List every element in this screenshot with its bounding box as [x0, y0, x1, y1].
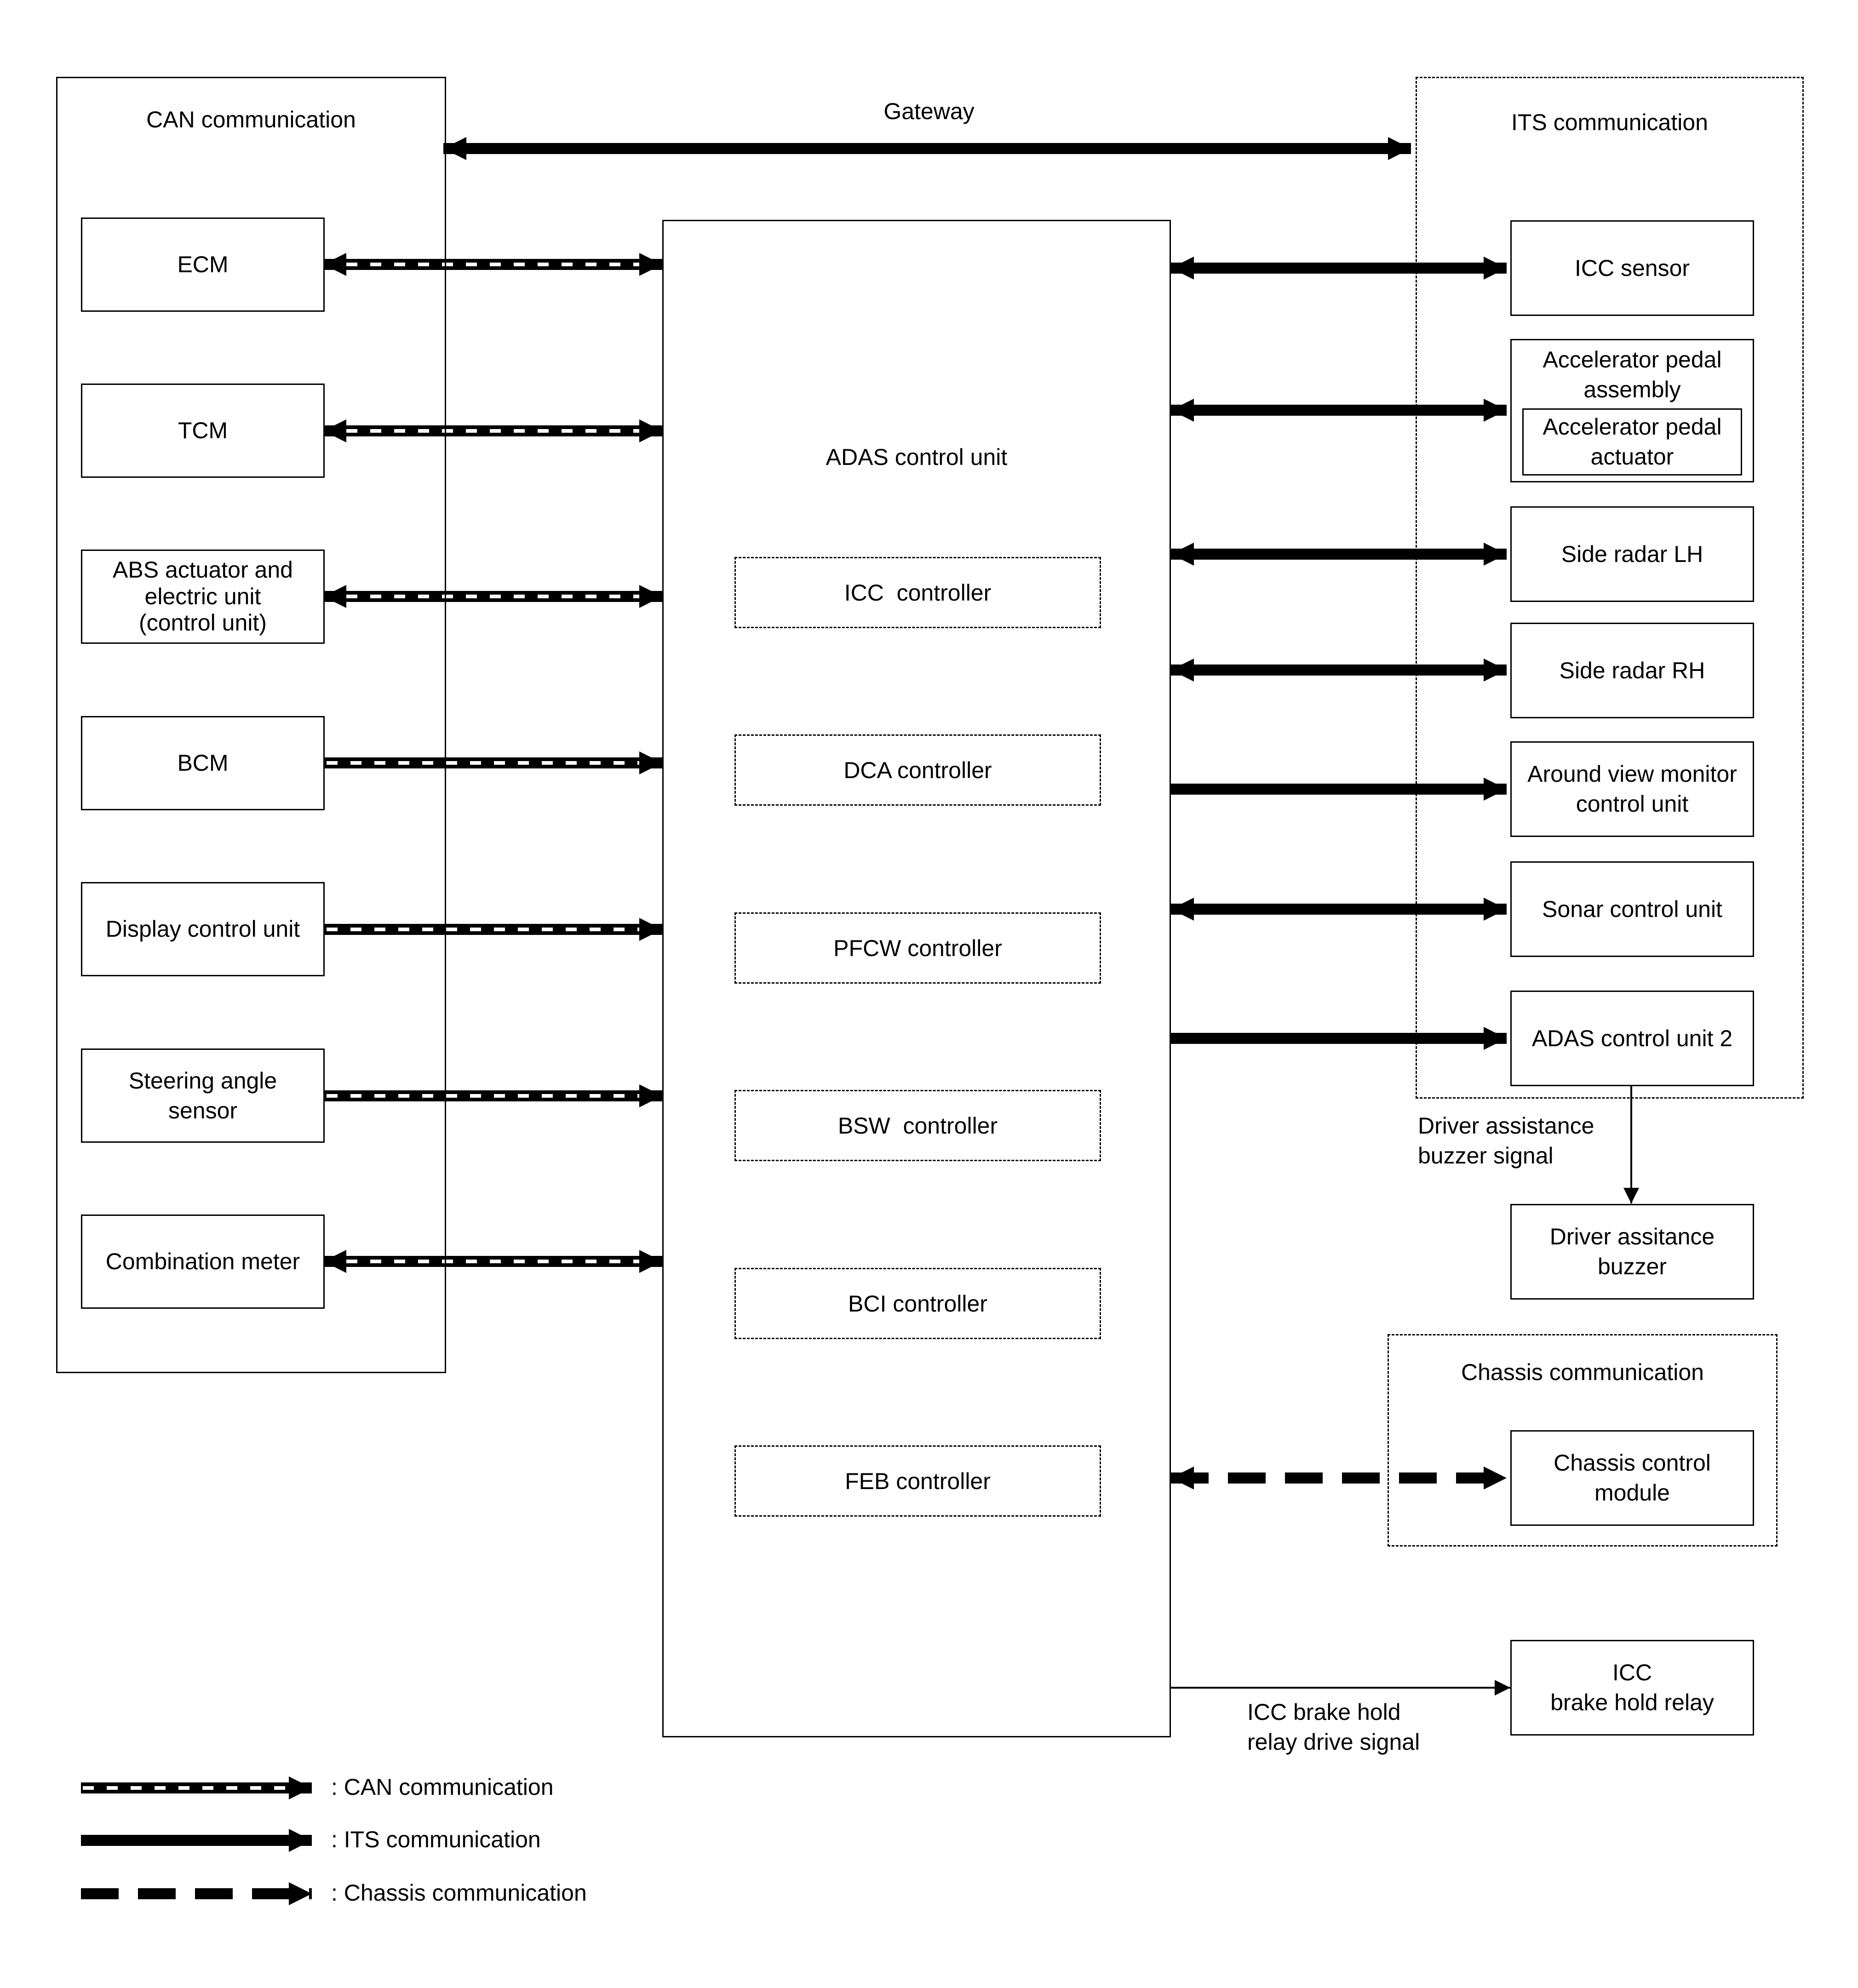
bsw-controller-box: BSW controller: [734, 1090, 1101, 1161]
chassis-group-title: Chassis communication: [1461, 1359, 1704, 1385]
brake-relay-signal-label: ICC brake hold relay drive signal: [1247, 1697, 1420, 1757]
buzzer-signal-label-line1: Driver assistance: [1418, 1113, 1594, 1139]
icc-controller-label: ICC controller: [844, 579, 992, 606]
accelerator-pedal-assembly-box: Accelerator pedal assembly Accelerator p…: [1510, 339, 1754, 482]
bci-controller-box: BCI controller: [734, 1268, 1101, 1339]
around-view-monitor-label-line1: Around view monitor: [1527, 761, 1737, 787]
steering-angle-sensor-box: Steering angle sensor: [81, 1048, 325, 1143]
legend-chassis-label: : Chassis communication: [331, 1880, 587, 1906]
steering-label-line1: Steering angle: [128, 1067, 277, 1094]
abs-label-line3: (control unit): [139, 610, 267, 636]
its-group-title: ITS communication: [1511, 109, 1708, 135]
legend-its-label: : ITS communication: [331, 1827, 541, 1852]
icc-brake-hold-relay-box: ICC brake hold relay: [1510, 1640, 1754, 1736]
combination-meter-label: Combination meter: [105, 1249, 300, 1274]
display-control-unit-label: Display control unit: [105, 916, 300, 942]
pfcw-controller-label: PFCW controller: [833, 935, 1002, 961]
gateway-label: Gateway: [883, 98, 975, 124]
icc-sensor-box: ICC sensor: [1510, 220, 1754, 316]
feb-controller-box: FEB controller: [734, 1445, 1101, 1517]
legend-can-label: : CAN communication: [331, 1774, 554, 1800]
driver-assistance-buzzer-box: Driver assitance buzzer: [1510, 1204, 1754, 1300]
abs-label-line2: electric unit: [144, 583, 261, 609]
sonar-control-unit-box: Sonar control unit: [1510, 861, 1754, 957]
ecm-label: ECM: [177, 252, 229, 277]
bsw-controller-label: BSW controller: [837, 1112, 998, 1139]
steering-label-line2: sensor: [168, 1097, 238, 1123]
chassis-group-frame: [1388, 1334, 1778, 1547]
dca-controller-box: DCA controller: [734, 734, 1101, 806]
tcm-label: TCM: [178, 418, 228, 443]
adas-control-unit-2-box: ADAS control unit 2: [1510, 991, 1754, 1086]
tcm-box: TCM: [81, 384, 325, 478]
buzzer-box-label-line2: buzzer: [1597, 1254, 1667, 1279]
chassis-module-label-line2: module: [1594, 1480, 1670, 1506]
side-radar-rh-box: Side radar RH: [1510, 623, 1754, 718]
brake-relay-box-line1: ICC: [1612, 1660, 1652, 1685]
accelerator-assembly-label-line2: assembly: [1583, 377, 1681, 402]
bcm-box: BCM: [81, 716, 325, 810]
around-view-monitor-label-line2: control unit: [1576, 791, 1689, 817]
pfcw-controller-box: PFCW controller: [734, 912, 1101, 984]
combination-meter-box: Combination meter: [81, 1215, 325, 1309]
icc-sensor-label: ICC sensor: [1574, 255, 1690, 281]
display-control-unit-box: Display control unit: [81, 882, 325, 976]
bci-controller-label: BCI controller: [848, 1290, 987, 1317]
sonar-control-unit-label: Sonar control unit: [1542, 896, 1722, 922]
adas-control-unit-title: ADAS control unit: [826, 444, 1008, 470]
abs-label-line1: ABS actuator and: [113, 557, 293, 583]
side-radar-lh-label: Side radar LH: [1561, 541, 1703, 567]
side-radar-lh-box: Side radar LH: [1510, 506, 1754, 602]
dca-controller-label: DCA controller: [843, 757, 992, 783]
adas-control-unit-2-label: ADAS control unit 2: [1531, 1025, 1733, 1051]
accelerator-actuator-label-line1: Accelerator pedal: [1543, 414, 1722, 440]
brake-relay-signal-line1: ICC brake hold: [1247, 1699, 1401, 1725]
ecm-box: ECM: [81, 218, 325, 312]
accelerator-actuator-label-line2: actuator: [1590, 444, 1674, 470]
feb-controller-label: FEB controller: [845, 1468, 991, 1494]
brake-relay-box-line2: brake hold relay: [1550, 1690, 1714, 1715]
chassis-module-label-line1: Chassis control: [1554, 1450, 1711, 1476]
accelerator-assembly-label-line1: Accelerator pedal: [1543, 347, 1722, 372]
buzzer-signal-label: Driver assistance buzzer signal: [1418, 1111, 1594, 1171]
buzzer-box-label-line1: Driver assitance: [1549, 1224, 1715, 1249]
can-group-title: CAN communication: [146, 107, 356, 132]
accelerator-pedal-actuator-box: Accelerator pedal actuator: [1522, 408, 1742, 476]
bcm-label: BCM: [177, 750, 229, 776]
side-radar-rh-label: Side radar RH: [1559, 657, 1705, 683]
its-group-frame: [1416, 77, 1804, 1099]
abs-actuator-box: ABS actuator and electric unit (control …: [81, 550, 325, 644]
buzzer-signal-label-line2: buzzer signal: [1418, 1143, 1554, 1169]
can-group-frame: [56, 77, 446, 1373]
around-view-monitor-box: Around view monitor control unit: [1510, 741, 1754, 837]
chassis-control-module-box: Chassis control module: [1510, 1430, 1754, 1526]
icc-controller-box: ICC controller: [734, 557, 1101, 628]
brake-relay-signal-line2: relay drive signal: [1247, 1729, 1420, 1755]
